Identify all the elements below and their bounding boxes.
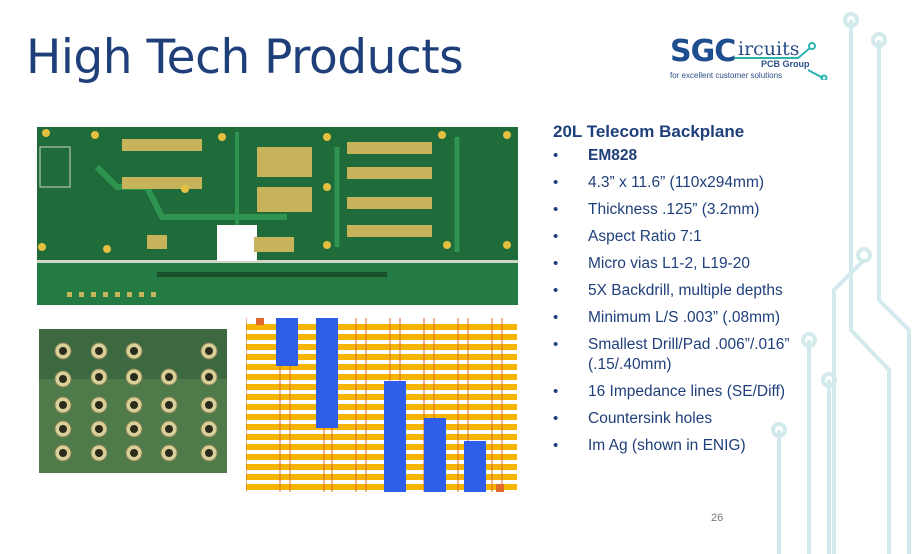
copper-layer <box>246 344 517 350</box>
bullet-icon: • <box>553 282 559 299</box>
copper-layer <box>246 414 517 420</box>
spec-item: • 5X Backdrill, multiple depths <box>553 281 873 301</box>
copper-layer <box>246 404 517 410</box>
logo-suffix-text: ircuits <box>738 38 800 60</box>
copper-layer <box>246 474 517 480</box>
spec-item-text: Thickness .125” (3.2mm) <box>588 201 760 218</box>
copper-layer <box>246 444 517 450</box>
bullet-icon: • <box>553 410 559 427</box>
copper-layer <box>246 334 517 340</box>
logo-tagline: for excellent customer solutions <box>670 71 783 80</box>
company-logo: SGC ircuits PCB Group for excellent cust… <box>668 34 828 84</box>
copper-layer <box>246 354 517 360</box>
copper-layer <box>246 424 517 430</box>
spec-item-text: Aspect Ratio 7:1 <box>588 228 702 245</box>
bullet-icon: • <box>553 383 559 400</box>
slide-title: High Tech Products <box>26 30 464 85</box>
copper-layer <box>246 324 517 330</box>
copper-layer <box>246 464 517 470</box>
bullet-icon: • <box>553 228 559 245</box>
bullet-icon: • <box>553 437 559 454</box>
spec-item: • EM828 <box>553 146 873 166</box>
spec-panel: 20L Telecom Backplane • EM828 • 4.3” x 11.6… <box>553 118 873 463</box>
bullet-icon: • <box>553 174 559 191</box>
spec-item: • 16 Impedance lines (SE/Diff) <box>553 382 873 402</box>
logo-main-text: SGC <box>670 34 736 69</box>
spec-item-text: Micro vias L1-2, L19-20 <box>588 255 750 272</box>
bullet-icon: • <box>553 255 559 272</box>
copper-layer <box>246 384 517 390</box>
copper-layer <box>246 484 517 490</box>
spec-item-text: Minimum L/S .003” (.08mm) <box>588 309 781 326</box>
logo-circuit-icon <box>730 42 828 80</box>
spec-item: • 4.3” x 11.6” (110x294mm) <box>553 173 873 193</box>
copper-layer <box>246 364 517 370</box>
copper-layer <box>246 434 517 440</box>
spec-item: • Thickness .125” (3.2mm) <box>553 200 873 220</box>
spec-item-text: EM828 <box>588 147 638 164</box>
spec-item: • Micro vias L1-2, L19-20 <box>553 254 873 274</box>
spec-item: • Minimum L/S .003” (.08mm) <box>553 308 873 328</box>
spec-item: • Im Ag (shown in ENIG) <box>553 436 873 456</box>
bullet-icon: • <box>553 336 559 353</box>
spec-item-text: 4.3” x 11.6” (110x294mm) <box>588 174 765 191</box>
copper-layer <box>246 374 517 380</box>
spec-item-text: Countersink holes <box>588 410 713 427</box>
spec-heading: 20L Telecom Backplane <box>553 122 745 141</box>
copper-layer <box>246 454 517 460</box>
copper-layer <box>246 394 517 400</box>
logo-group-text: PCB Group <box>761 59 810 69</box>
page-number: 26 <box>711 512 724 524</box>
circuit-trace-decoration <box>771 12 911 554</box>
spec-item-text: Smallest Drill/Pad .006”/.016” (.15/.40m… <box>588 336 790 373</box>
spec-item-text: 5X Backdrill, multiple depths <box>588 282 783 299</box>
spec-item-text: Im Ag (shown in ENIG) <box>588 437 746 454</box>
spec-item: • Aspect Ratio 7:1 <box>553 227 873 247</box>
spec-list: • EM828 • 4.3” x 11.6” (110x294mm) • Thicknes… <box>553 146 873 456</box>
plated-holes-closeup-image <box>39 329 227 473</box>
bullet-icon: • <box>553 147 559 164</box>
backdrill-cross-section-image <box>246 318 517 492</box>
spec-item: • Countersink holes <box>553 409 873 429</box>
bullet-icon: • <box>553 309 559 326</box>
spec-item: • Smallest Drill/Pad .006”/.016” (.15/.40… <box>553 335 873 375</box>
backplane-board-image <box>37 127 518 305</box>
spec-item-text: 16 Impedance lines (SE/Diff) <box>588 383 786 400</box>
bullet-icon: • <box>553 201 559 218</box>
